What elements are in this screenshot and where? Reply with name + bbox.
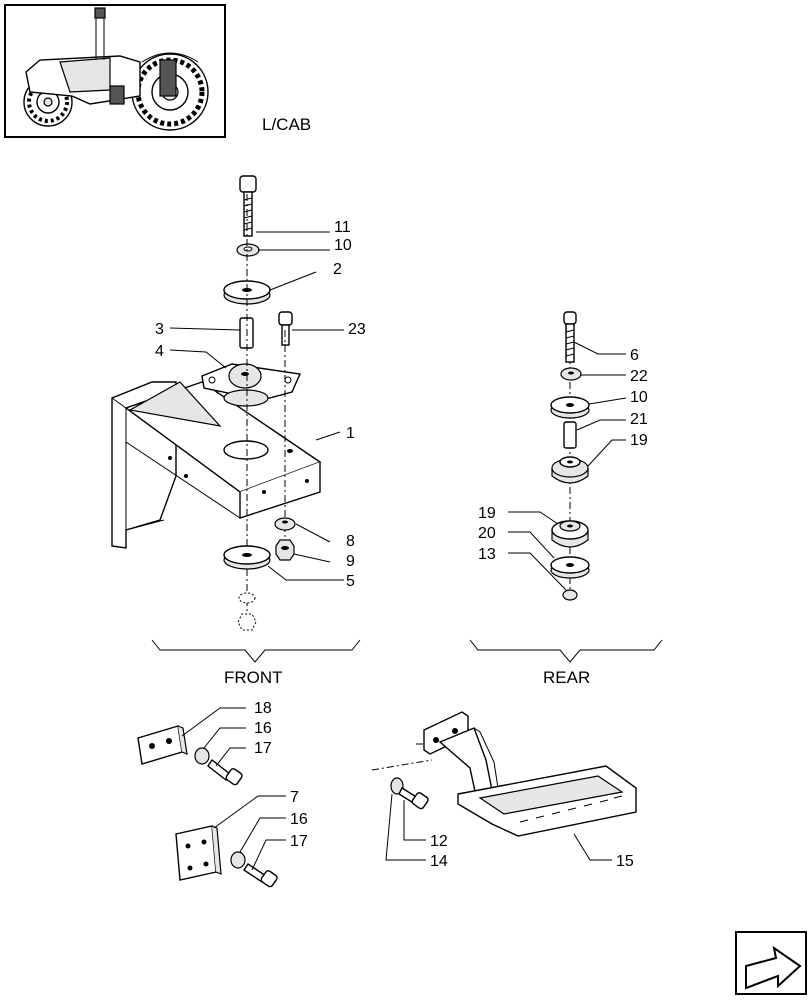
washer-16-bottom-icon	[230, 851, 246, 869]
callout-8: 8	[346, 533, 355, 550]
callout-15: 15	[616, 853, 634, 870]
washer-8-icon	[274, 517, 296, 531]
bracket-1-icon	[111, 381, 322, 549]
callout-16-bottom: 16	[290, 811, 308, 828]
callout-3: 3	[155, 321, 164, 338]
callout-7: 7	[290, 789, 299, 806]
bolt-17-top-icon	[207, 758, 243, 786]
rubber-mount-19-top-icon	[551, 456, 589, 484]
front-group-bracket	[151, 639, 361, 663]
front-label: FRONT	[224, 668, 283, 687]
bolt-12-icon	[398, 786, 429, 810]
callout-17-top: 17	[254, 740, 272, 757]
nut-13-icon	[562, 589, 578, 601]
plate-7-icon	[175, 825, 222, 881]
callout-5: 5	[346, 573, 355, 590]
rear-label: REAR	[543, 668, 590, 687]
bolt-11-icon	[239, 175, 257, 237]
front-assembly	[111, 175, 344, 631]
callout-2: 2	[333, 261, 342, 278]
washer-20-icon	[550, 556, 590, 579]
washer-16-top-icon	[194, 747, 210, 765]
page-title: L/CAB	[262, 115, 311, 134]
plate-18-icon	[137, 725, 188, 765]
callout-9: 9	[346, 553, 355, 570]
callout-22: 22	[630, 368, 648, 385]
callout-20: 20	[478, 525, 496, 542]
callout-11: 11	[334, 219, 351, 236]
silent-block-4-icon	[201, 363, 302, 407]
callout-19-top: 19	[630, 432, 648, 449]
callout-21: 21	[630, 411, 648, 428]
callout-19-bottom: 19	[478, 505, 496, 522]
washer-14-icon	[390, 777, 404, 795]
callout-17-bottom: 17	[290, 833, 308, 850]
bolt-6-icon	[563, 311, 577, 363]
callout-10: 10	[334, 237, 352, 254]
callout-10-rear: 10	[630, 389, 648, 406]
next-page-arrow-icon[interactable]	[735, 931, 807, 995]
callout-18: 18	[254, 700, 272, 717]
callout-16-top: 16	[254, 720, 272, 737]
callout-1: 1	[346, 425, 355, 442]
nut-9-icon	[275, 539, 295, 561]
spacer-21-icon	[563, 421, 577, 449]
callout-13: 13	[478, 546, 496, 563]
washer-10-rear-icon	[550, 396, 590, 419]
rear-group-bracket	[469, 639, 663, 663]
rubber-mount-19-bottom-icon	[551, 520, 589, 548]
step-15-icon	[423, 711, 637, 837]
bolt-17-bottom-icon	[243, 863, 278, 888]
rear-assembly	[508, 311, 627, 601]
callout-12: 12	[430, 833, 448, 850]
callout-4: 4	[155, 343, 164, 360]
callout-14: 14	[430, 853, 448, 870]
tractor-thumbnail-icon	[4, 4, 226, 138]
callout-6: 6	[630, 347, 639, 364]
washer-5-icon	[223, 545, 271, 570]
callout-23: 23	[348, 321, 366, 338]
